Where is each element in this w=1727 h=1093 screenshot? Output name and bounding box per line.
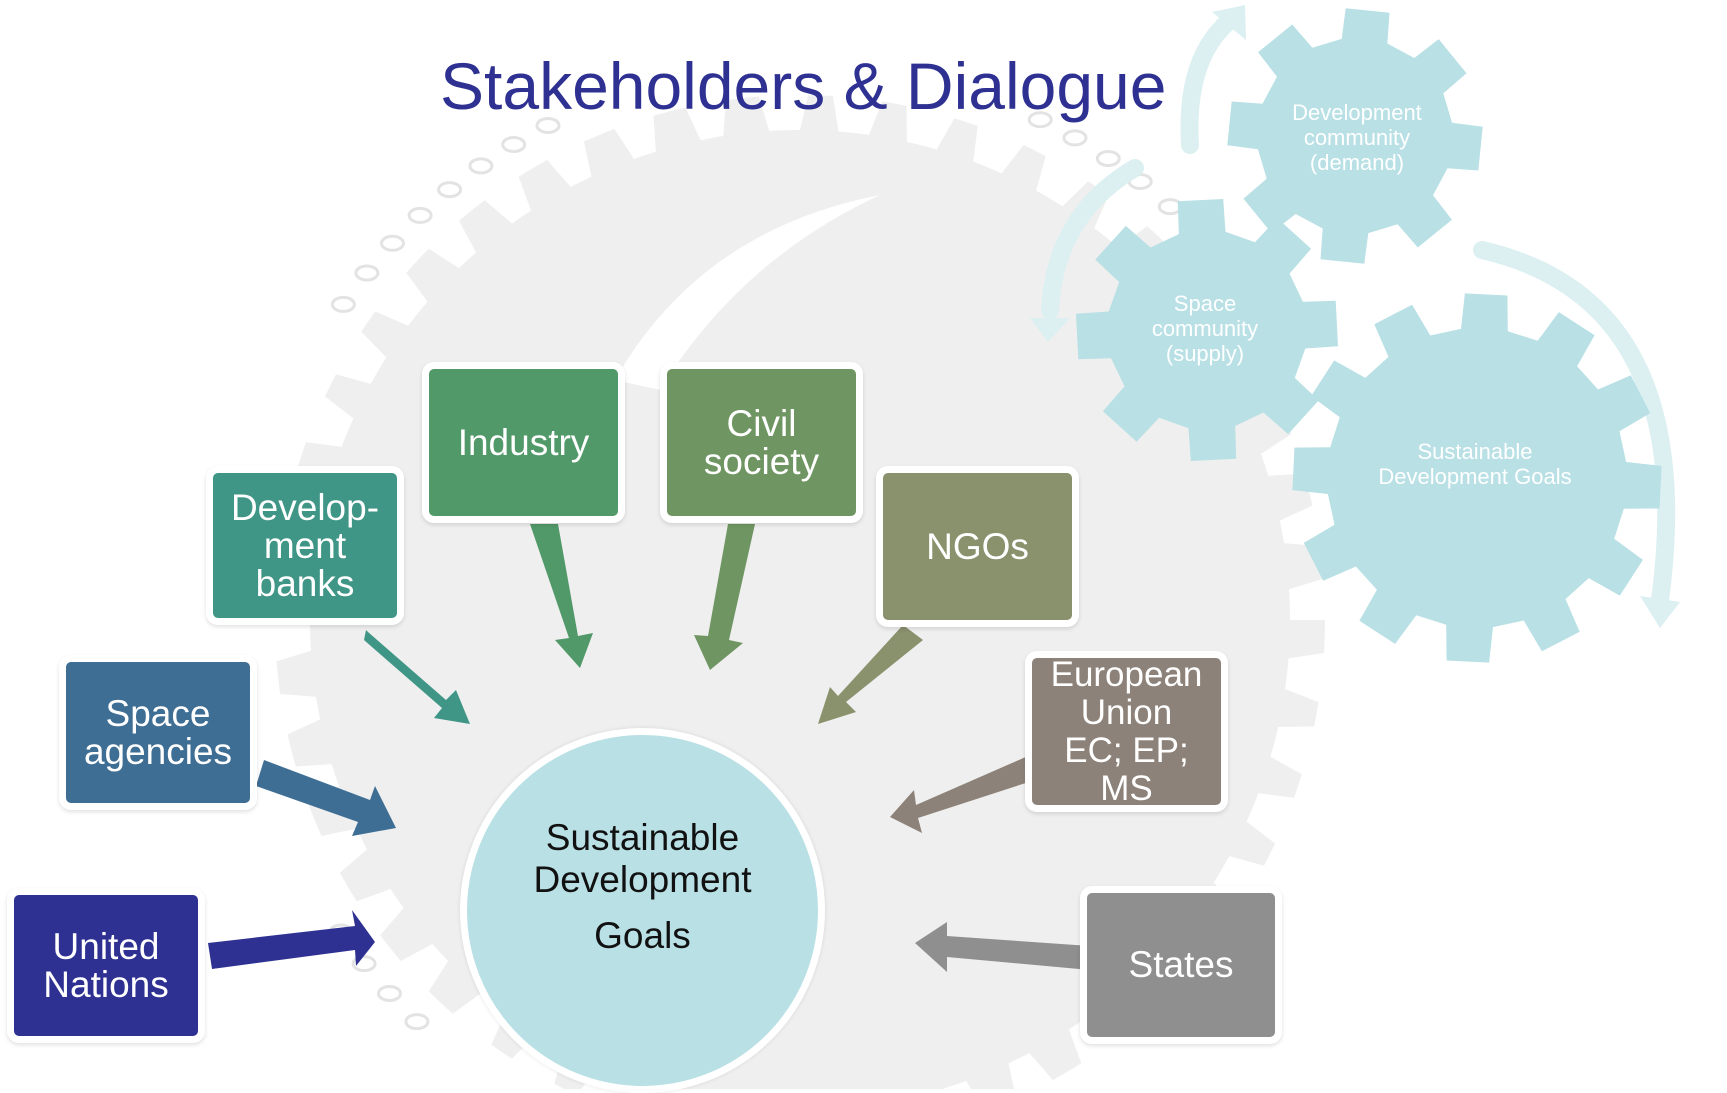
arrow-ngos (818, 625, 923, 724)
ngos-box: NGOs (876, 466, 1079, 627)
cycle-arrow-right (1473, 241, 1676, 609)
watermark-dot (330, 295, 356, 313)
european-union-line4: MS (1100, 768, 1153, 808)
european-union-line2: Union (1080, 692, 1173, 732)
watermark-dot (1062, 129, 1088, 147)
cycle-arrow-left (1041, 159, 1144, 319)
arrow-states (915, 922, 1090, 972)
united-nations-line1: United (52, 925, 160, 967)
gear-space-community (1076, 199, 1338, 461)
sdg-hub-circle: Sustainable Development Goals (460, 728, 825, 1093)
watermark-dot (1027, 111, 1053, 129)
cycle-arrowhead-top (1212, 5, 1246, 40)
industry-box: Industry (422, 362, 625, 523)
gears (1076, 8, 1662, 663)
cycle-arrows (1030, 5, 1680, 628)
states-line1: States (1128, 944, 1234, 985)
gear-sustainable-development-goals (1292, 293, 1662, 663)
cycle-arrow-top (1180, 13, 1237, 154)
arrow-united-nations (208, 910, 375, 969)
ngos-line1: NGOs (926, 525, 1029, 567)
watermark-dot (380, 234, 405, 252)
arrow-space-agencies (256, 760, 396, 836)
watermark-dot (354, 264, 380, 282)
hub-line2: Development (533, 858, 752, 900)
civil-society-line2: society (703, 440, 820, 482)
development-banks-line1: Develop- (230, 486, 380, 528)
cycle-arrowhead-left (1030, 318, 1070, 342)
united-nations-line2: Nations (43, 963, 169, 1005)
arrow-industry (530, 524, 593, 668)
space-agencies-line1: Space (105, 692, 211, 734)
european-union-line3: EC; EP; (1064, 730, 1189, 770)
watermark-dot (535, 117, 561, 134)
page-title: Stakeholders & Dialogue (440, 49, 1167, 123)
arrow-development-banks (364, 630, 470, 724)
hub-line1: Sustainable (545, 816, 740, 858)
european-union-line1: European (1050, 654, 1203, 694)
civil-society-line1: Civil (726, 402, 797, 444)
stakeholder-arrows (208, 524, 1090, 972)
gear-development-community (1227, 8, 1483, 264)
watermark-dot (1095, 150, 1121, 167)
cycle-arrowhead-right (1640, 596, 1680, 628)
development-banks-line2: ment (263, 524, 347, 566)
watermark-dot (437, 181, 463, 199)
watermark-dot (407, 206, 433, 224)
watermark-dot (501, 136, 527, 153)
arrow-civil-society (694, 524, 755, 670)
space-agencies-line2: agencies (83, 730, 233, 772)
watermark-dot (351, 955, 377, 973)
watermark-dot (468, 157, 494, 175)
industry-line1: Industry (457, 421, 590, 463)
gear-label-development-community: Development community (demand) (1292, 100, 1422, 175)
watermark-dot (404, 1013, 430, 1031)
gear-label-space-community: Space community (supply) (1151, 291, 1259, 366)
gear-label-sdg: Sustainable Development Goals (1378, 439, 1572, 489)
development-banks-line3: banks (255, 562, 355, 604)
arrow-european-union (890, 756, 1035, 833)
states-box: States (1080, 886, 1282, 1044)
watermark-dot (377, 985, 402, 1002)
hub-line3: Goals (594, 914, 691, 956)
